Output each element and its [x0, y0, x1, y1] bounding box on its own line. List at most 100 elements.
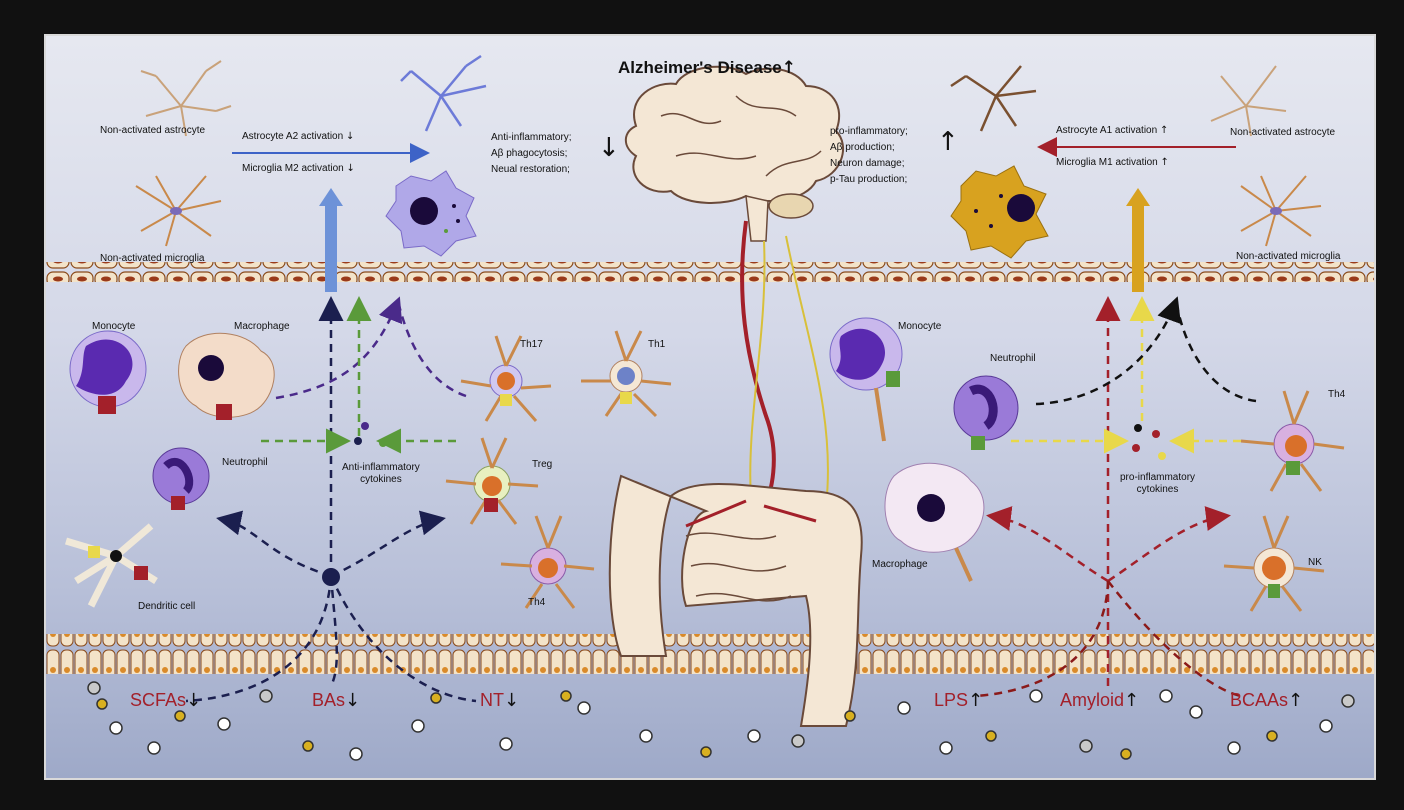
macrophage-label: Macrophage — [234, 321, 290, 332]
microglia-icon — [135, 175, 222, 247]
down-arrow-icon: ↓ — [345, 131, 355, 142]
down-arrow-icon: ↓ — [345, 690, 361, 711]
neutrophil-right-label: Neutrophil — [990, 353, 1036, 364]
effect-item: Aβ phagocytosis; — [491, 148, 568, 159]
anti-effects-list: Anti-inflammatory; Aβ phagocytosis; Neua… — [491, 130, 572, 178]
th17-label: Th17 — [520, 339, 543, 350]
metabolite-name: SCFAs — [130, 690, 187, 710]
intestine-icon — [608, 474, 863, 727]
effect-item: Neual restoration; — [491, 164, 570, 175]
astrocyte-a1-text: Astrocyte A1 activation — [1056, 125, 1158, 136]
pro-inflammatory-cytokines-label: pro-inflammatory cytokines — [1120, 472, 1195, 496]
pro-effects-list: pro-inflammatory; Aβ production; Neuron … — [830, 124, 908, 188]
non-activated-astrocyte-label: Non-activated astrocyte — [100, 125, 206, 136]
anti-inflammatory-cytokines-label: Anti-inflammatory cytokines — [342, 462, 420, 486]
up-arrow-icon: ↑ — [1159, 125, 1169, 136]
th4-right-icon — [1240, 390, 1345, 492]
metabolite-name: BAs — [312, 690, 346, 710]
up-arrow-icon: ↑ — [781, 58, 796, 78]
astrocyte-icon — [140, 60, 232, 137]
down-arrow-icon: ↓ — [346, 163, 355, 174]
bcaas-label: BCAAs↑ — [1230, 690, 1303, 711]
page-title: Alzheimer's Disease↑ — [618, 58, 796, 78]
metabolite-name: BCAAs — [1230, 690, 1289, 710]
activated-astrocyte-right-icon — [950, 65, 1037, 132]
cytokine-label-line: pro-inflammatory — [1120, 472, 1196, 483]
monocyte-left-icon — [69, 330, 147, 414]
effect-item: pro-inflammatory; — [830, 126, 908, 137]
up-arrow-icon: ↑ — [1124, 690, 1140, 711]
cytokine-label-line: cytokines — [360, 474, 402, 485]
th1-label: Th1 — [648, 339, 666, 350]
nt-label: NT↓ — [480, 690, 519, 711]
left-pathway-arrows — [185, 296, 477, 703]
amyloid-label: Amyloid↑ — [1060, 690, 1139, 711]
neutrophil-left-icon — [152, 447, 210, 510]
up-arrow-icon: ↑ — [1288, 690, 1304, 711]
m1-microglia-icon — [950, 165, 1049, 259]
th4-label: Th4 — [528, 597, 546, 608]
brain-icon — [624, 65, 845, 242]
effect-item: p-Tau production; — [830, 174, 908, 185]
microglia-m1-text: Microglia M1 activation — [1056, 157, 1158, 168]
effect-item: Aβ production; — [830, 142, 895, 153]
monocyte-right-label: Monocyte — [898, 321, 942, 332]
diagram-graphics — [46, 54, 1374, 761]
microglia-right-icon — [1240, 175, 1322, 247]
nk-label: NK — [1308, 557, 1322, 568]
macrophage-right-icon — [884, 462, 985, 582]
astrocyte-a1-label: Astrocyte A1 activation ↑ — [1056, 124, 1168, 138]
non-activated-astrocyte-right-label: Non-activated astrocyte — [1230, 127, 1336, 138]
scfas-label: SCFAs↓ — [130, 690, 201, 711]
microglia-m2-text: Microglia M2 activation — [242, 163, 344, 174]
microglia-m1-label: Microglia M1 activation ↑ — [1056, 156, 1169, 170]
dendritic-cell-label: Dendritic cell — [138, 601, 196, 612]
macrophage-right-label: Macrophage — [872, 559, 928, 570]
metabolite-name: Amyloid — [1060, 690, 1125, 710]
lps-label: LPS↑ — [934, 690, 983, 711]
microglia-m2-label: Microglia M2 activation ↓ — [242, 162, 355, 176]
m2-microglia-icon — [385, 170, 477, 257]
effect-item: Anti-inflammatory; — [491, 132, 572, 143]
down-arrow-icon: ↓ — [598, 133, 620, 163]
down-arrow-icon: ↓ — [186, 690, 202, 711]
th17-icon — [460, 335, 552, 422]
activated-astrocyte-icon — [400, 54, 487, 132]
treg-label: Treg — [532, 459, 553, 470]
monocyte-label: Monocyte — [92, 321, 136, 332]
vagus-nerve — [749, 240, 766, 502]
neutrophil-right-icon — [953, 375, 1019, 450]
cytokine-label-line: Anti-inflammatory — [342, 462, 420, 473]
metabolite-name: LPS — [934, 690, 969, 710]
figure-frame: Alzheimer's Disease↑ Non-activated astro… — [44, 34, 1376, 780]
metabolite-name: NT — [480, 690, 504, 710]
macrophage-left-icon — [178, 332, 275, 420]
cytokine-label-line: cytokines — [1136, 484, 1179, 495]
effect-item: Neuron damage; — [830, 158, 905, 169]
bacteria-icon — [87, 681, 1355, 761]
blood-vessel — [740, 220, 776, 508]
astrocyte-a2-text: Astrocyte A2 activation — [242, 131, 344, 142]
m2-activation-arrow — [319, 188, 343, 292]
th1-icon — [581, 330, 672, 418]
up-arrow-icon: ↑ — [1160, 157, 1169, 168]
right-pathway-arrows — [975, 296, 1257, 698]
signal-node — [322, 568, 340, 586]
neutrophil-label: Neutrophil — [222, 457, 268, 468]
m1-activation-arrow — [1126, 188, 1150, 292]
non-activated-microglia-label: Non-activated microglia — [100, 253, 205, 264]
th4-left-icon — [500, 515, 595, 609]
treg-icon — [445, 437, 539, 525]
astrocyte-right-icon — [1210, 65, 1287, 137]
astrocyte-a2-label: Astrocyte A2 activation ↓ — [242, 130, 354, 144]
monocyte-right-icon — [829, 317, 903, 442]
bas-label: BAs↓ — [312, 690, 360, 711]
up-arrow-icon: ↑ — [968, 690, 984, 711]
non-activated-microglia-right-label: Non-activated microglia — [1236, 251, 1341, 262]
th4-right-label: Th4 — [1328, 389, 1346, 400]
dendritic-cell-icon — [64, 523, 158, 608]
down-arrow-icon: ↓ — [504, 690, 520, 711]
up-arrow-icon: ↑ — [937, 127, 959, 157]
intestinal-epithelium — [46, 634, 1374, 674]
blood-brain-barrier — [46, 262, 1374, 282]
